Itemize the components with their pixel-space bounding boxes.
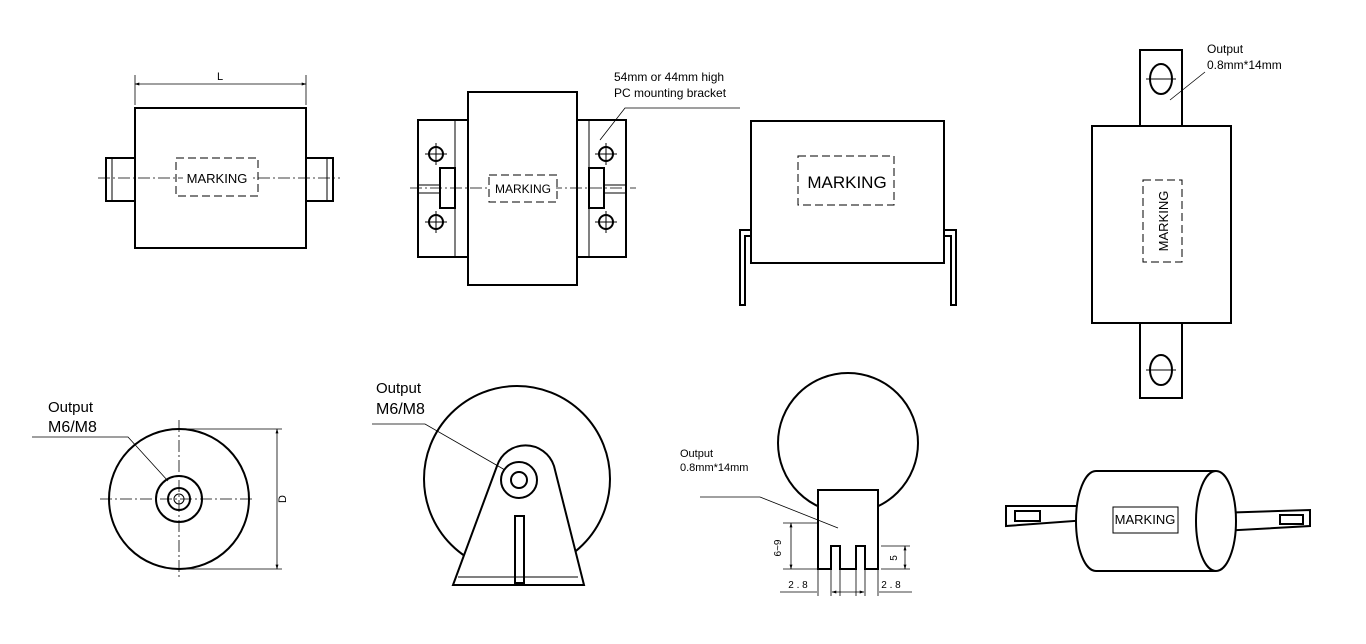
view-disc-pin-terminal: Output 0.8mm*14mm 6~9 5 2 . 8 2 . 8: [680, 372, 919, 596]
output-label-view7: Output: [680, 448, 713, 460]
thread-spec-view6: M6/M8: [376, 401, 425, 418]
marking-label-view1: MARKING: [187, 171, 248, 186]
pin-height-label: 6~9: [773, 539, 784, 556]
output-label-view6: Output: [376, 380, 422, 397]
view-cylinder-strip-tabs: MARKING: [1005, 470, 1311, 572]
thread-spec-view5: M6/M8: [48, 419, 97, 436]
view-pc-mounting-bracket: MARKING 54mm or 44mm high PC mounting br…: [410, 70, 740, 286]
view-disc-mounting-foot: Output M6/M8: [372, 380, 611, 586]
dim-length-label: L: [217, 71, 223, 83]
marking-label-view8: MARKING: [1115, 512, 1176, 527]
output-label-view5: Output: [48, 399, 94, 416]
dim-diameter-label: D: [277, 495, 289, 503]
strip-spec-view7: 0.8mm*14mm: [680, 462, 748, 474]
pin-depth-label: 5: [889, 555, 900, 561]
strip-spec-view4: 0.8mm*14mm: [1207, 58, 1282, 72]
pin-spacing-right-label: 2 . 8: [881, 580, 901, 591]
bracket-note-line1: 54mm or 44mm high: [614, 70, 724, 84]
marking-label-view2: MARKING: [495, 182, 551, 196]
pin-spacing-left-label: 2 . 8: [788, 580, 808, 591]
view-strip-tab-terminals: MARKING Output 0.8mm*14mm: [1091, 42, 1282, 399]
bracket-note-line2: PC mounting bracket: [614, 86, 727, 100]
marking-label-view4: MARKING: [1156, 191, 1171, 252]
marking-label-view3: MARKING: [807, 173, 886, 192]
view-axial-round-terminals: L MARKING: [98, 71, 340, 249]
view-end-threaded-output: D Output M6/M8: [32, 399, 289, 580]
output-label-view4: Output: [1207, 42, 1244, 56]
view-pcb-pin-mount: MARKING: [739, 120, 957, 306]
